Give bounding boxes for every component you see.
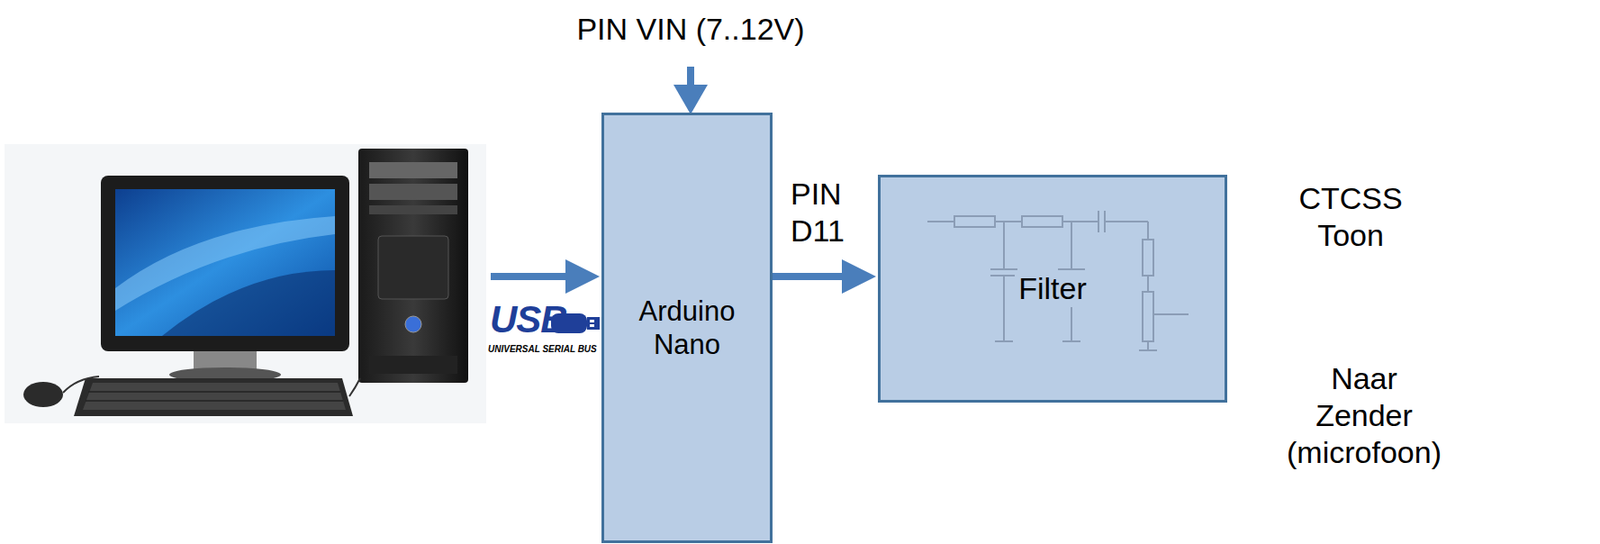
usb-logo-text: USB	[489, 297, 568, 343]
node-label: Arduino Nano	[604, 294, 770, 362]
pin-label: PIN D11	[790, 175, 845, 250]
filter-box: Filter	[877, 174, 1228, 403]
usb-logo-subtext: UNIVERSAL SERIAL BUS	[488, 343, 597, 355]
vin-arrow	[673, 66, 708, 115]
pin-label: PIN VIN (7..12V)	[576, 10, 805, 48]
node-label: Filter	[1014, 270, 1091, 308]
note-label: Naar Zender (microfoon)	[1286, 360, 1442, 471]
signal-arrow	[772, 259, 877, 294]
signal-label: CTCSS Toon	[1298, 180, 1402, 254]
usb-arrow	[490, 259, 600, 294]
computer-illustration	[4, 144, 487, 424]
arduino-box: Arduino Nano	[601, 112, 773, 543]
